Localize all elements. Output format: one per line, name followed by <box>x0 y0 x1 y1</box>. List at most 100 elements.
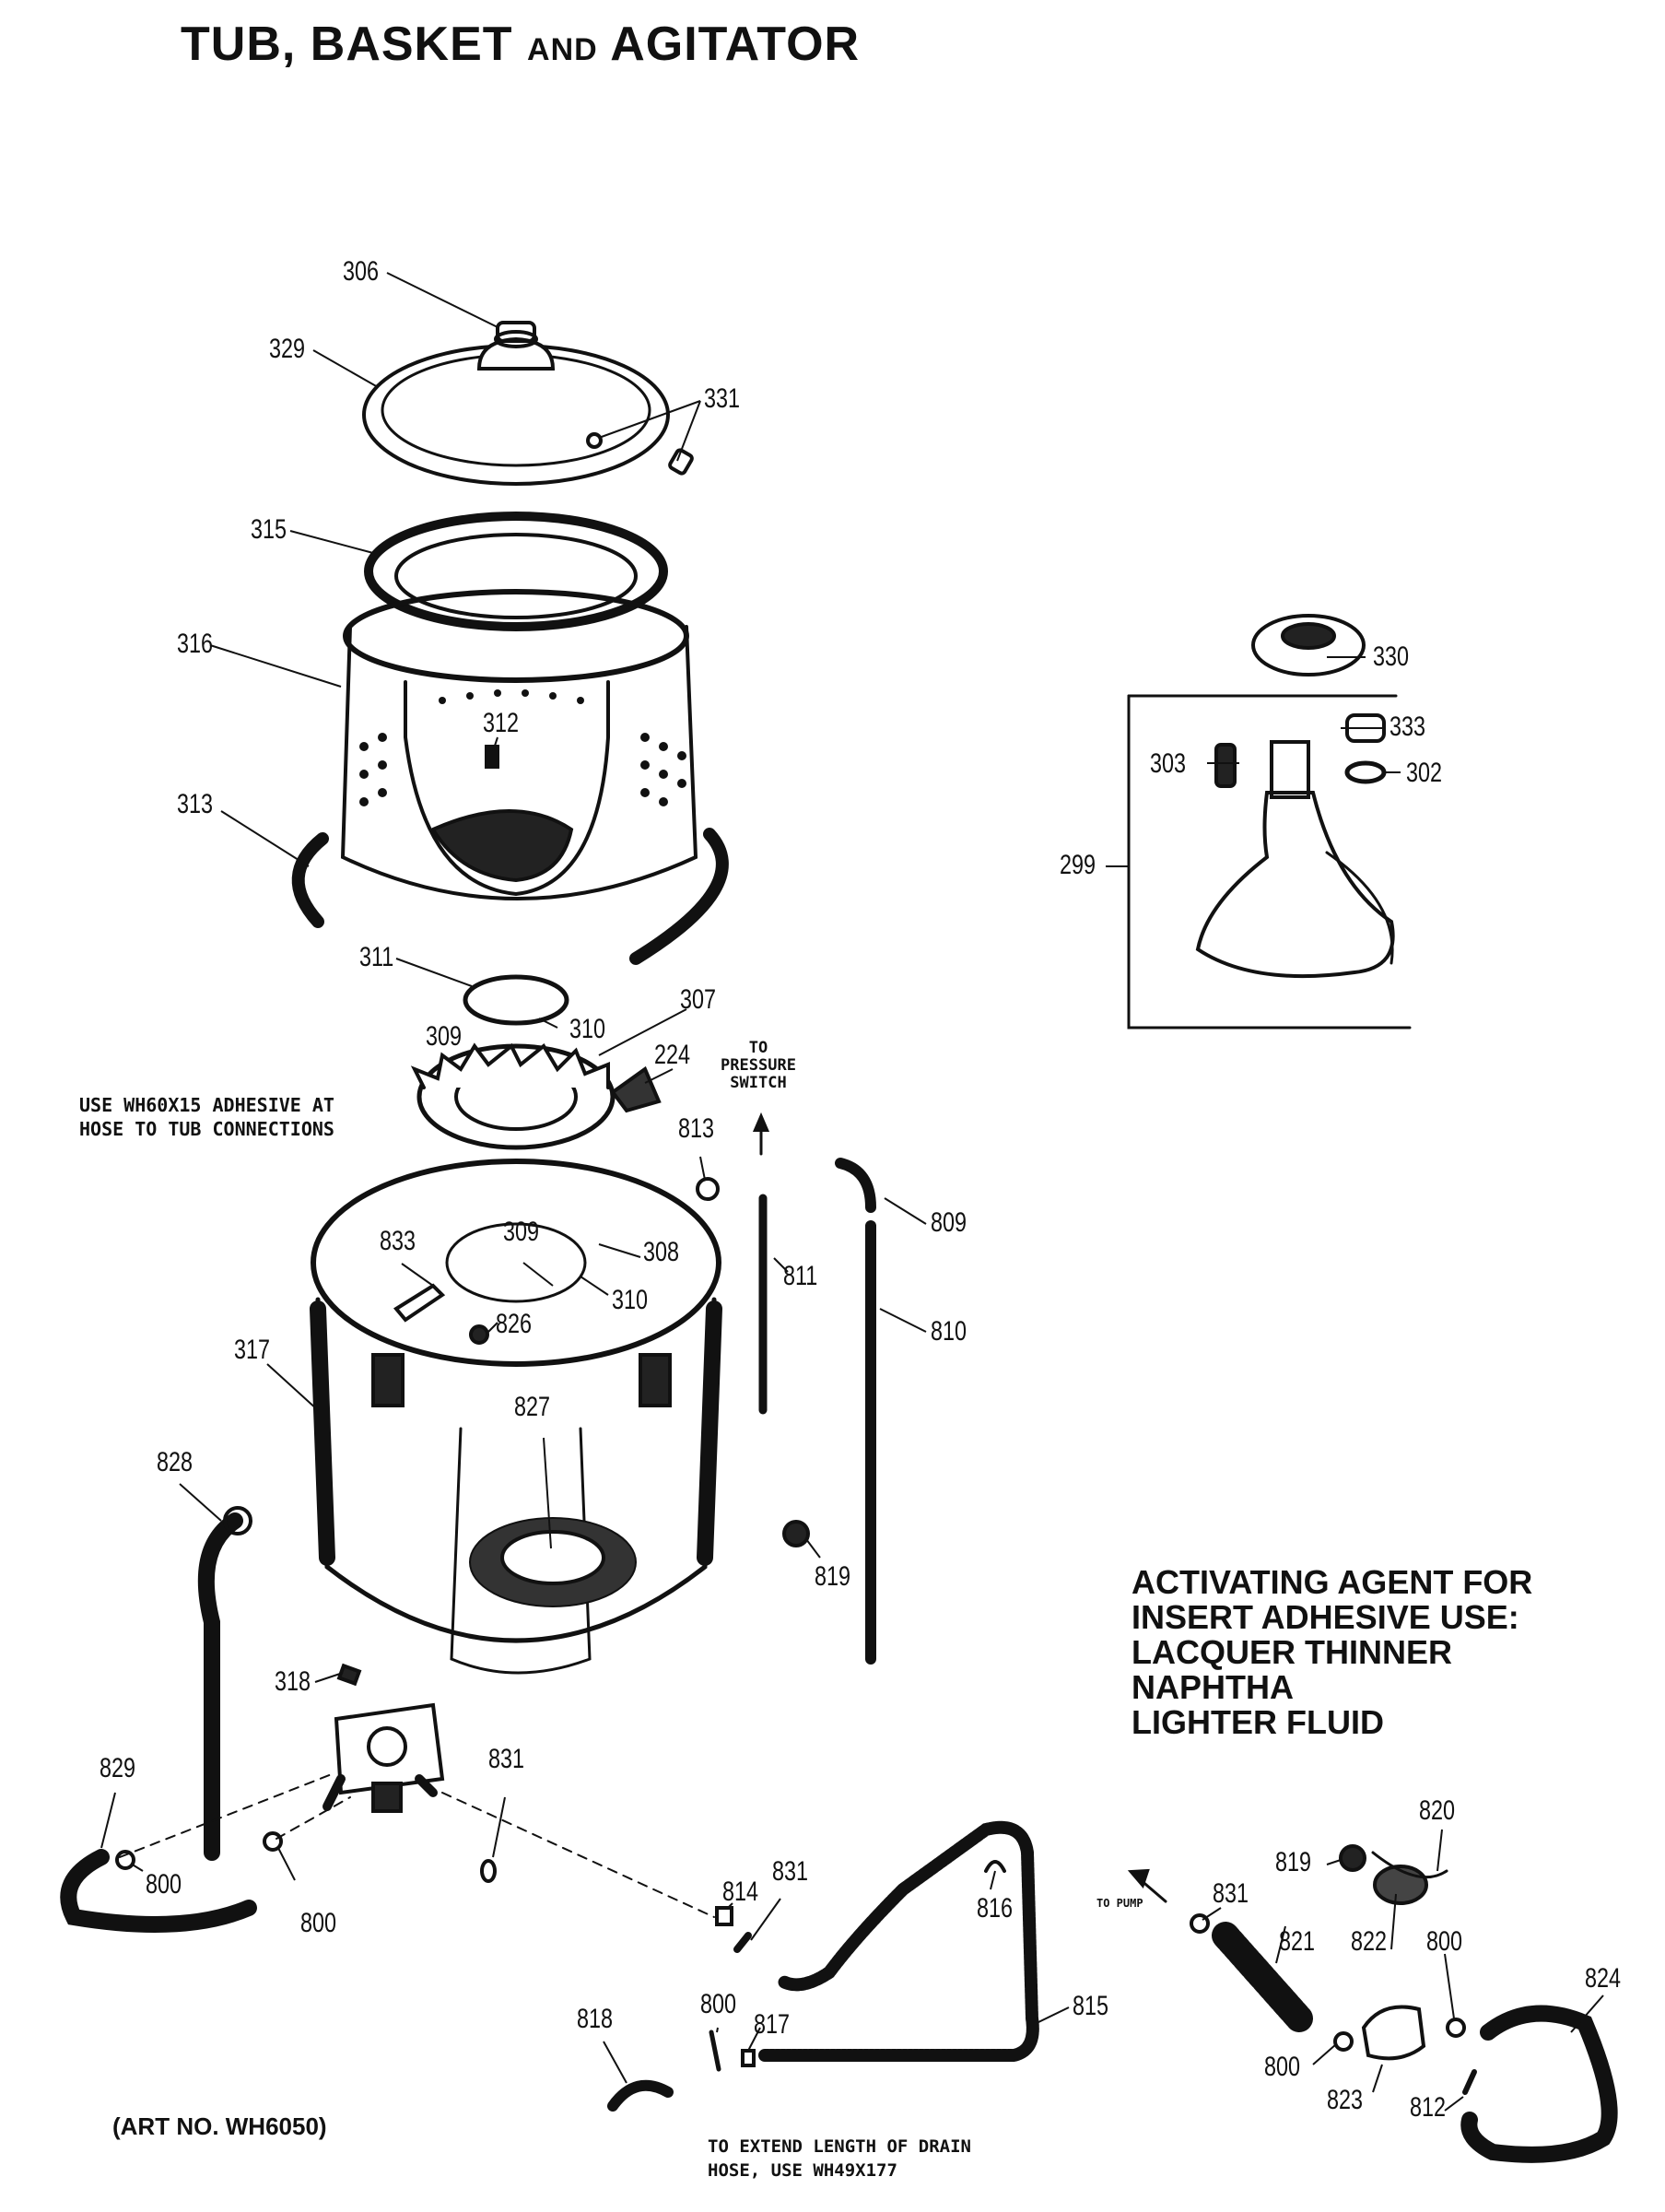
part-817-label: 817 <box>754 2009 791 2040</box>
part-330-label: 330 <box>1373 641 1410 672</box>
part-821-label: 821 <box>1279 1926 1316 1957</box>
part-800d-label: 800 <box>1426 1926 1463 1957</box>
to-pump-note: TO PUMP <box>1096 1897 1143 1910</box>
part-812-label: 812 <box>1410 2092 1447 2123</box>
part-307-label: 307 <box>680 984 717 1015</box>
part-315-label: 315 <box>251 514 287 545</box>
part-816-label: 816 <box>977 1893 1014 1924</box>
part-823-label: 823 <box>1327 2085 1364 2115</box>
part-818-label: 818 <box>577 2004 614 2034</box>
part-309a-label: 309 <box>426 1021 463 1052</box>
clamp-800a <box>115 1850 135 1870</box>
drain-hose-note: TO EXTEND LENGTH OF DRAIN HOSE, USE WH49… <box>708 2135 971 2183</box>
part-303-label: 303 <box>1150 748 1187 779</box>
insert-303-drawing <box>1214 743 1237 788</box>
part-316-label: 316 <box>177 629 214 659</box>
clamp-800e <box>1333 2031 1354 2052</box>
clamp-800b <box>263 1831 283 1852</box>
part-813-label: 813 <box>678 1113 715 1144</box>
part-800c-label: 800 <box>700 1989 737 2019</box>
part-800b-label: 800 <box>300 1908 337 1938</box>
clamp-ring-drawing <box>463 974 569 1026</box>
tub-cover-drawing <box>362 321 694 486</box>
hose-821-drawing <box>1212 1922 1313 2032</box>
part-302-label: 302 <box>1406 758 1443 788</box>
part-800e-label: 800 <box>1264 2052 1301 2082</box>
part-310b-label: 310 <box>612 1285 649 1315</box>
basket-drawing <box>340 589 698 900</box>
agitator-drawing <box>1195 740 1395 979</box>
part-819b-label: 819 <box>1275 1847 1312 1877</box>
adhesive-note: USE WH60X15 ADHESIVE AT HOSE TO TUB CONN… <box>79 1093 334 1141</box>
balance-ring-drawing <box>364 512 668 631</box>
part-308-label: 308 <box>643 1237 680 1267</box>
part-831b-label: 831 <box>772 1856 809 1887</box>
pressure-note-line-1: TO <box>748 1039 768 1057</box>
activating-line-5: LIGHTER FLUID <box>1131 1703 1384 1741</box>
tub-gasket-left <box>291 832 329 928</box>
drain-note-line-1: TO EXTEND LENGTH OF DRAIN <box>708 2136 971 2157</box>
title-tail: AGITATOR <box>610 18 861 71</box>
part-827-label: 827 <box>514 1392 551 1422</box>
hose-824-drawing <box>1460 2005 1618 2163</box>
pressure-note-line-2: PRESSURE <box>721 1056 796 1075</box>
outer-tub-drawing <box>310 1159 722 1675</box>
clamp-831a <box>480 1859 497 1883</box>
to-pump-arrow <box>1127 1868 1150 1888</box>
grommet-819-drawing <box>782 1520 810 1547</box>
hose-elbow-drawing <box>835 1158 876 1213</box>
part-331-label: 331 <box>704 383 741 414</box>
pressure-note-line-3: SWITCH <box>730 1074 787 1092</box>
activating-line-2: INSERT ADHESIVE USE: <box>1131 1598 1519 1636</box>
part-309b-label: 309 <box>503 1217 540 1247</box>
tub-gasket-right <box>629 828 729 965</box>
adapter-814-drawing <box>715 1906 733 1926</box>
part-811-label: 811 <box>783 1261 818 1291</box>
activating-line-1: ACTIVATING AGENT FOR <box>1131 1563 1533 1601</box>
part-815-label: 815 <box>1073 1991 1109 2021</box>
part-824-label: 824 <box>1585 1963 1622 1994</box>
clamp-800d <box>1446 2018 1466 2038</box>
part-829-label: 829 <box>100 1753 136 1783</box>
part-831a-label: 831 <box>488 1744 525 1774</box>
part-814-label: 814 <box>722 1877 759 1907</box>
activating-line-3: LACQUER THINNER <box>1131 1633 1452 1671</box>
clamp-831c <box>1190 1913 1210 1934</box>
title-main: TUB, BASKET <box>181 18 513 71</box>
part-312-label: 312 <box>483 708 520 738</box>
part-820-label: 820 <box>1419 1795 1456 1826</box>
part-329-label: 329 <box>269 334 306 364</box>
drain-hose-815-drawing <box>758 1820 1039 2062</box>
grommet-819b-drawing <box>1339 1844 1366 1872</box>
drain-hose-828-drawing <box>197 1512 243 1861</box>
activating-agent-note: ACTIVATING AGENT FOR INSERT ADHESIVE USE… <box>1131 1565 1532 1740</box>
hose-818-drawing <box>607 2079 674 2112</box>
part-306-label: 306 <box>343 256 380 287</box>
clamp-800c-drawing <box>709 2030 721 2072</box>
fitting-823-drawing <box>1361 2005 1426 2061</box>
adhesive-note-line-2: HOSE TO TUB CONNECTIONS <box>79 1118 334 1140</box>
part-826-label: 826 <box>496 1309 533 1339</box>
part-224-label: 224 <box>654 1040 691 1070</box>
part-833-label: 833 <box>380 1226 416 1256</box>
pump-drawing <box>322 1663 445 1813</box>
drain-note-line-2: HOSE, USE WH49X177 <box>708 2160 897 2181</box>
hose-end-828 <box>223 1506 252 1535</box>
pressure-switch-note: TO PRESSURE SWITCH <box>719 1040 798 1092</box>
part-311-label: 311 <box>359 942 394 972</box>
part-310a-label: 310 <box>569 1014 606 1044</box>
clip-816-drawing <box>984 1860 1006 1873</box>
adhesive-note-line-1: USE WH60X15 ADHESIVE AT <box>79 1094 334 1116</box>
part-831c-label: 831 <box>1213 1878 1249 1909</box>
agitator-cap-drawing <box>1251 614 1366 677</box>
part-299-label: 299 <box>1060 850 1096 880</box>
hose-829-drawing <box>60 1849 257 1933</box>
ring-302-drawing <box>1344 760 1387 784</box>
agitator-box-frame <box>1127 694 1412 1030</box>
splash-guard-drawing <box>410 1042 662 1150</box>
pressure-arrow <box>752 1112 770 1132</box>
assembly-guide-lines <box>119 1773 715 1918</box>
leader-lines <box>100 272 1604 2112</box>
part-810-label: 810 <box>931 1316 967 1347</box>
part-819a-label: 819 <box>815 1561 851 1592</box>
